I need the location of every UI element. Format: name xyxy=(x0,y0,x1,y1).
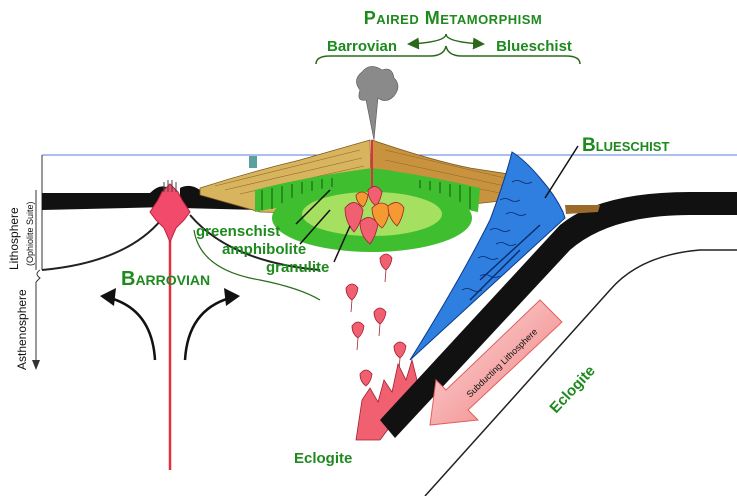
title-left: Barrovian xyxy=(327,38,397,55)
subducting-slab xyxy=(380,192,737,438)
small-island-marker xyxy=(249,156,257,168)
lithosphere-label: Lithosphere xyxy=(7,207,21,270)
magma-diapirs xyxy=(344,186,405,245)
ridge-magma-chamber xyxy=(149,183,191,244)
eclogite-label-right: Eclogite xyxy=(546,362,598,416)
leader-amphibolite xyxy=(299,209,331,245)
header-arrow-left xyxy=(407,33,447,50)
barrovian-label: Barrovian xyxy=(121,268,210,290)
blueschist-foliation xyxy=(461,180,541,301)
trench-sediment xyxy=(565,205,600,214)
leader-greenschist xyxy=(295,189,331,225)
header-bracket xyxy=(315,45,581,65)
lithosphere-base-curve-right xyxy=(189,214,321,271)
eclogite-label-bottom: Eclogite xyxy=(294,450,352,467)
title-main: Paired Metamorphism xyxy=(364,8,542,28)
leader-granulite xyxy=(333,225,351,263)
subducting-arrow xyxy=(429,299,563,426)
leader-blueschist xyxy=(544,145,579,199)
title-right: Blueschist xyxy=(496,38,572,55)
amphibolite-label: amphibolite xyxy=(222,241,306,258)
mantle-flow-arrow-left xyxy=(109,296,157,361)
blueschist-wedge xyxy=(409,151,566,361)
mantle-flow-arrow-right xyxy=(183,296,231,361)
slab-base-line xyxy=(424,249,737,496)
header-arrow-right xyxy=(445,33,485,50)
asthenosphere-brace xyxy=(35,269,41,283)
blueschist-label: Blueschist xyxy=(582,135,669,156)
volcanic-ash-plume xyxy=(356,66,399,141)
arrow-head-left xyxy=(100,288,116,306)
greenschist-label: greenschist xyxy=(196,223,280,240)
asthenosphere-arrow-head xyxy=(32,360,40,370)
leader-barrovian xyxy=(193,229,321,301)
arrow-head-right xyxy=(224,288,240,306)
asthenosphere-label: Asthenosphere xyxy=(15,289,29,370)
left-oceanic-plate xyxy=(42,186,168,210)
lithosphere-base-curve xyxy=(41,214,166,271)
rising-melt-droplets xyxy=(345,253,407,387)
ophiolite-label: (Ophiolite Suite) xyxy=(25,201,35,266)
granulite-zone xyxy=(302,192,442,236)
ridge-dikes xyxy=(163,180,177,192)
granulite-label: granulite xyxy=(266,259,329,276)
